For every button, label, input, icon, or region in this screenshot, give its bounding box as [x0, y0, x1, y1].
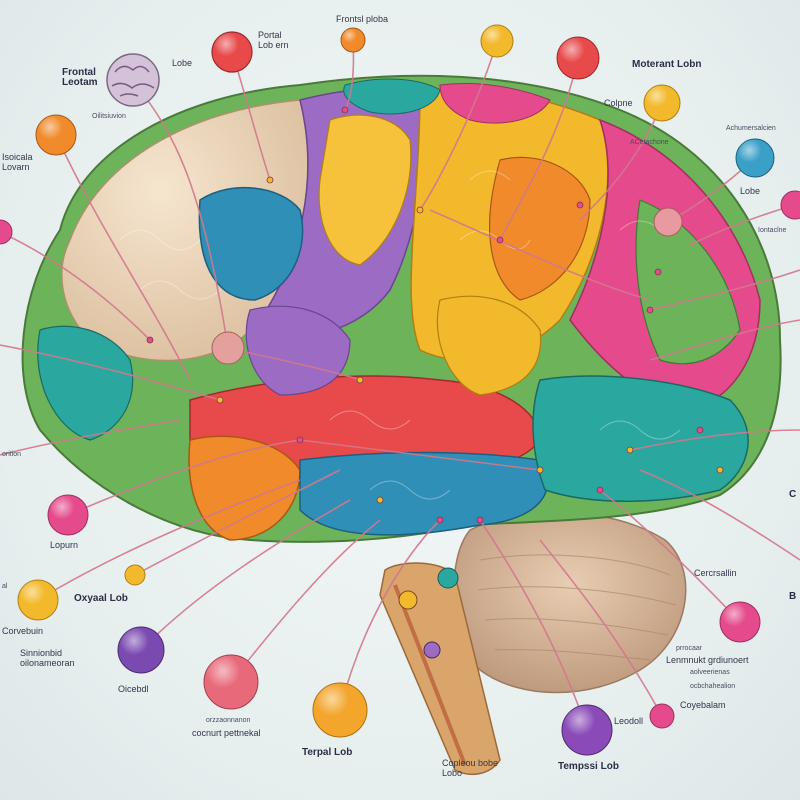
label-acetachone: ACetachone — [630, 139, 669, 146]
label-moterant: Moterant Lobn — [632, 59, 702, 70]
label-lenmnukt-small: aolveerienas — [690, 669, 730, 676]
label-b-edge: B — [789, 591, 797, 602]
label-oicebdl: Oicebdl — [118, 684, 149, 694]
cerebrum — [21, 74, 782, 543]
label-terpal: Terpal Lob — [302, 747, 353, 758]
label-lopurn: Lopurn — [50, 540, 79, 550]
brain-stem — [379, 562, 501, 776]
label-frontal-left: Frontal Leotam — [62, 67, 98, 88]
label-lenmnukt-tiny: prrocaar — [676, 645, 703, 652]
junction-nodes — [146, 106, 724, 524]
label-portal: Portal Lob ern — [258, 30, 289, 50]
label-lobe-top-left: Lobe — [172, 58, 193, 68]
label-ontacine: Iontaclne — [758, 227, 787, 234]
label-frontal-top: Frontsl ploba — [336, 14, 389, 24]
label-lobe-right: Lobe — [740, 186, 761, 196]
label-cercrsallin: Cercrsallin — [694, 568, 737, 578]
label-coyebalam-small: ocbchahealion — [690, 683, 736, 690]
label-lenmnukt: Lenmnukt grdiunoert — [666, 655, 749, 665]
label-isoicala: Isoicala Lovarn — [2, 152, 33, 172]
label-orition: orition — [2, 451, 22, 458]
label-copleou: Copleou bobe Lobo — [442, 758, 499, 778]
label-oxyaal: Oxyaal Lob — [74, 593, 128, 604]
cerebellum — [453, 511, 687, 694]
node-large-left — [211, 331, 245, 365]
label-al: al — [2, 583, 8, 590]
ball-brain-icon — [106, 53, 160, 107]
label-sinnonbid: Sinnionbid oilonameoran — [20, 648, 75, 668]
label-cocnurt: cocnurt pettnekal — [192, 728, 261, 738]
label-coyebalam: Coyebalam — [680, 700, 726, 710]
teal-occipital-region — [532, 375, 749, 502]
label-c-edge: C — [789, 489, 797, 500]
label-balls — [0, 24, 800, 756]
label-tempssi: Tempssi Lob — [558, 761, 619, 772]
label-oillamon: Oilitsiuvion — [92, 113, 126, 120]
label-achumer: Achumersalcien — [726, 125, 776, 132]
label-cocnurt-small: orzzaonnanon — [206, 717, 251, 724]
label-corvebuin: Corvebuin — [2, 626, 44, 636]
node-large-right — [653, 207, 683, 237]
label-colpne: Colpne — [604, 98, 633, 108]
label-leodoll: Leodoll — [614, 716, 644, 726]
